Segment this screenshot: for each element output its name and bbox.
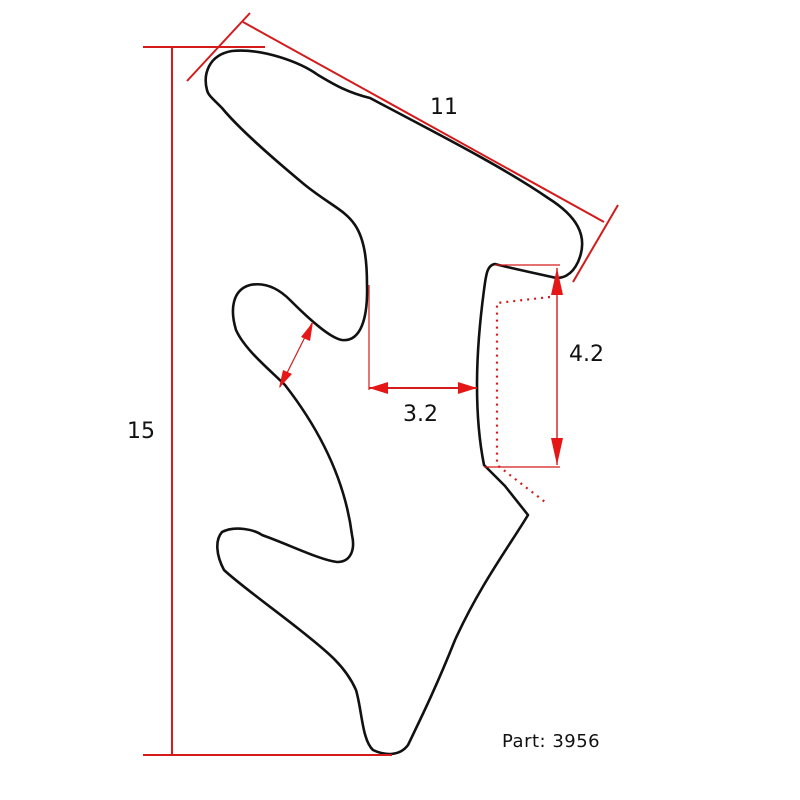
label-15: 15	[127, 419, 155, 444]
label-11: 11	[430, 95, 458, 120]
part-number-label: Part: 3956	[502, 731, 601, 752]
dimension-height-15	[143, 46, 392, 756]
hidden-line-dotted	[495, 295, 551, 503]
dimension-slot-4-2	[484, 264, 563, 468]
dimension-width-11	[186, 12, 619, 283]
label-4-2: 4.2	[569, 342, 604, 367]
label-3-2: 3.2	[403, 402, 438, 427]
profile-outline	[204, 49, 584, 756]
thickness-arrow	[279, 322, 313, 388]
dimension-gap-3-2	[368, 285, 477, 394]
